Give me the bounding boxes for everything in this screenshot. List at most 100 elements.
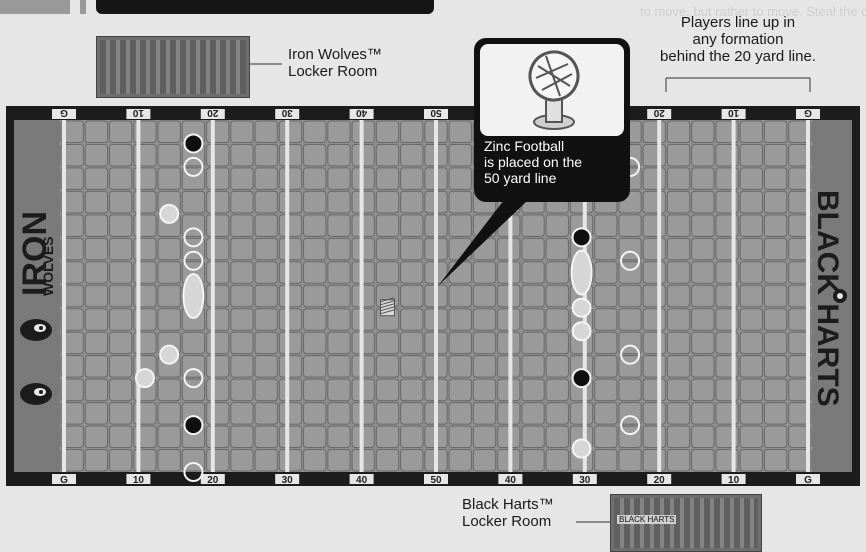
field-cell xyxy=(207,121,229,142)
field-cell xyxy=(279,403,301,424)
field-cell xyxy=(304,144,326,165)
field-cell xyxy=(376,356,398,377)
field-cell xyxy=(401,332,423,353)
field-cell xyxy=(158,285,180,306)
field-cell xyxy=(667,238,689,259)
field-cell xyxy=(255,379,277,400)
field-cell xyxy=(207,215,229,236)
field-cell xyxy=(692,450,714,471)
field-cell xyxy=(231,332,253,353)
field-cell xyxy=(473,450,495,471)
field-cell xyxy=(449,285,471,306)
field-cell xyxy=(304,262,326,283)
field-cell xyxy=(255,144,277,165)
field-cell xyxy=(401,426,423,447)
field-cell xyxy=(279,332,301,353)
field-cell xyxy=(401,309,423,330)
field-cell xyxy=(522,215,544,236)
field-cell xyxy=(158,144,180,165)
field-cell xyxy=(255,121,277,142)
yard-line xyxy=(211,120,215,472)
field-cell xyxy=(110,121,132,142)
field-cell xyxy=(740,356,762,377)
field-cell xyxy=(110,215,132,236)
black-harts-room-label: Black Harts™ Locker Room xyxy=(462,496,554,530)
field-cell xyxy=(376,168,398,189)
field-cell xyxy=(304,191,326,212)
field-cell xyxy=(255,262,277,283)
field-cell xyxy=(570,403,592,424)
field-cell xyxy=(522,309,544,330)
field-cell xyxy=(740,191,762,212)
field-cell xyxy=(304,356,326,377)
yard-label-top: 30 xyxy=(281,107,293,118)
field-cell xyxy=(328,238,350,259)
field-cell xyxy=(207,262,229,283)
field-cell xyxy=(207,285,229,306)
field-cell xyxy=(279,285,301,306)
field-cell xyxy=(449,450,471,471)
field-cell xyxy=(255,191,277,212)
field-cell xyxy=(255,168,277,189)
field-cell xyxy=(764,450,786,471)
football-icon xyxy=(480,44,624,136)
field-cell xyxy=(473,332,495,353)
field-cell xyxy=(85,168,107,189)
field-cell xyxy=(692,403,714,424)
callout-text-line3: 50 yard line xyxy=(484,170,624,186)
field-cell xyxy=(231,426,253,447)
field-cell xyxy=(231,356,253,377)
field-cell xyxy=(231,191,253,212)
field-cell xyxy=(376,379,398,400)
field-cell xyxy=(740,450,762,471)
field-cell xyxy=(110,403,132,424)
field-cell xyxy=(255,238,277,259)
field-cell xyxy=(692,332,714,353)
yard-label-top: 20 xyxy=(207,107,219,118)
field-cell xyxy=(667,285,689,306)
field-cell xyxy=(692,379,714,400)
field-cell xyxy=(207,238,229,259)
field-cell xyxy=(85,144,107,165)
field-cell xyxy=(376,403,398,424)
field-cell xyxy=(255,285,277,306)
field-cell xyxy=(643,144,665,165)
field-cell xyxy=(449,262,471,283)
field-cell xyxy=(692,144,714,165)
yard-label-bottom: G xyxy=(804,475,812,486)
field-cell xyxy=(546,379,568,400)
field-cell xyxy=(85,215,107,236)
zinc-football-callout: Zinc Football is placed on the 50 yard l… xyxy=(474,38,630,202)
field-cell xyxy=(328,121,350,142)
field-cell xyxy=(667,121,689,142)
yard-label-bottom: 20 xyxy=(207,475,219,486)
field-cell xyxy=(376,121,398,142)
field-cell xyxy=(279,379,301,400)
field-cell xyxy=(449,309,471,330)
field-cell xyxy=(85,121,107,142)
harts-player-oval xyxy=(572,251,592,295)
field-cell xyxy=(473,285,495,306)
yard-label-top: 10 xyxy=(728,107,740,118)
field-cell xyxy=(619,379,641,400)
field-cell xyxy=(304,238,326,259)
field-cell xyxy=(158,238,180,259)
field-cell xyxy=(304,309,326,330)
field-cell xyxy=(740,332,762,353)
field-cell xyxy=(595,356,617,377)
wolf-head-icon xyxy=(20,319,52,341)
field-cell xyxy=(667,191,689,212)
field-cell xyxy=(158,309,180,330)
field-cell xyxy=(449,215,471,236)
field-cell xyxy=(595,379,617,400)
yard-line xyxy=(806,120,810,472)
yard-label-top: G xyxy=(60,107,68,118)
field-cell xyxy=(376,332,398,353)
field-cell xyxy=(401,403,423,424)
field-cell xyxy=(255,426,277,447)
yard-label-bottom: G xyxy=(60,475,68,486)
field-cell xyxy=(279,191,301,212)
field-cell xyxy=(764,121,786,142)
field-cell xyxy=(158,379,180,400)
field-cell xyxy=(692,356,714,377)
